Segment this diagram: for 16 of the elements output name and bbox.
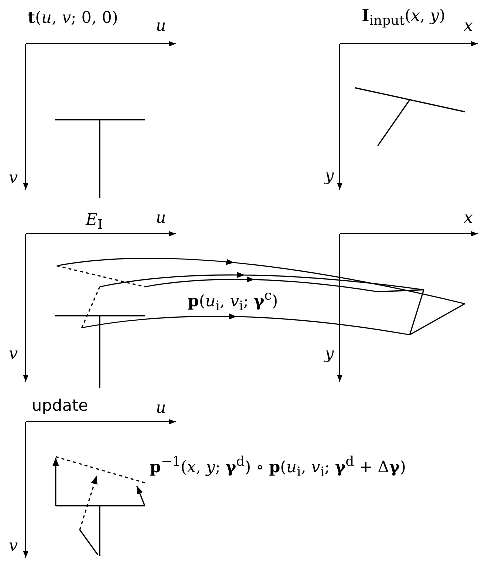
heading: update	[32, 398, 88, 414]
axis-label: y	[325, 346, 334, 362]
axis-label: x	[464, 18, 474, 34]
axis-label: x	[464, 210, 474, 226]
axis-label: u	[156, 400, 166, 416]
axis-label: u	[156, 18, 166, 34]
axis-label: v	[9, 346, 18, 362]
formula-label: p(u$_{i}$, v$_{i}$; γ$^{c}$)	[188, 290, 278, 314]
axis-label: v	[9, 170, 18, 186]
axis-label: u	[156, 210, 166, 226]
axis-label: v	[9, 538, 18, 554]
formula-label: t(u, v; 0, 0)	[28, 10, 118, 26]
formula-label: I$_{input}$(x, y)	[362, 8, 446, 29]
axis-label: y	[325, 168, 334, 184]
formula-label: E$_{I}$	[86, 212, 103, 233]
formula-label: p$^{−1}$(x, y; γ$^{d}$) ∘ p(u$_{i}$, v$_{i}$; γ$^{d}$ + Δγ)	[150, 456, 406, 480]
